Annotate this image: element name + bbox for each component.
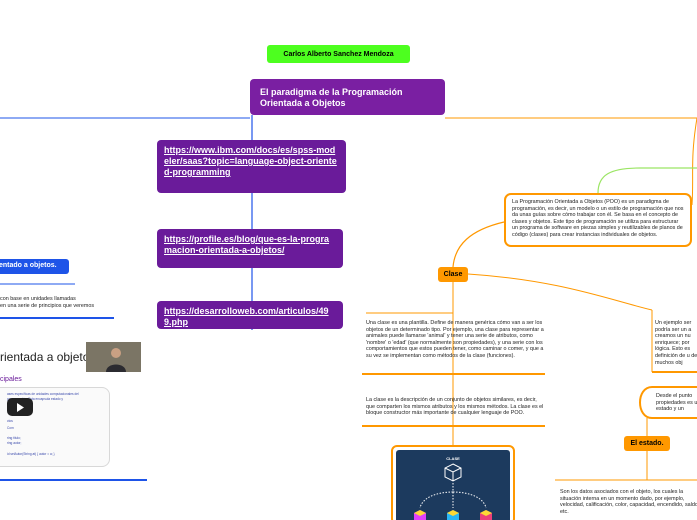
link-node-desarrolloweb[interactable]: https://desarrolloweb.com/articulos/499.…	[157, 301, 343, 329]
clase-diagram-image: CLASE	[396, 450, 510, 520]
presenter-avatar-icon	[86, 342, 141, 372]
left-branch-text[interactable]: con base en unidades llamadas en una ser…	[0, 296, 120, 309]
estado-topic-node[interactable]: El estado.	[624, 436, 670, 451]
video-subtitle: cipales	[0, 376, 22, 383]
link-node-profile[interactable]: https://profile.es/blog/que-es-la-progra…	[157, 229, 343, 268]
video-line: ring autor;	[7, 441, 22, 445]
poo-definition-node[interactable]: La Programación Orientada a Objetos (POO…	[504, 193, 692, 247]
objeto-perspective-text[interactable]: Desde el punto propiedades es un estado …	[656, 393, 697, 413]
main-topic-node[interactable]: El paradigma de la Programación Orientad…	[250, 79, 445, 115]
estado-description[interactable]: Son los datos asociados con el objeto, l…	[560, 489, 697, 515]
author-node[interactable]: Carlos Alberto Sanchez Mendoza	[267, 45, 410, 63]
play-button[interactable]	[7, 398, 33, 416]
video-line: programación. Esta encapsula estado y	[7, 397, 63, 401]
clase-description-1[interactable]: Una clase es una plantilla. Define de ma…	[366, 320, 544, 359]
left-branch-text-line: con base en unidades llamadas	[0, 296, 76, 302]
left-branch-text-line: en una serie de principios que veremos	[0, 302, 95, 309]
cube-hierarchy-icon	[414, 463, 492, 520]
video-presenter-thumbnail	[86, 342, 141, 372]
link-node-ibm[interactable]: https://www.ibm.com/docs/es/spss-modeler…	[157, 140, 346, 193]
video-embed[interactable]: ases específicas de unidades computacion…	[0, 387, 110, 467]
clase-image-node[interactable]: CLASE	[391, 445, 515, 520]
play-icon	[17, 403, 24, 412]
video-line: ring titulo;	[7, 436, 21, 440]
video-title[interactable]: rientada a objetos	[0, 350, 96, 364]
clase-topic-node[interactable]: Clase	[438, 267, 468, 282]
objeto-example-text[interactable]: Un ejemplo ser podría ser un a creamos u…	[655, 320, 697, 366]
video-line: ases específicas de unidades computacion…	[7, 392, 79, 396]
clase-description-2[interactable]: La clase es la descripción de un conjunt…	[366, 397, 544, 417]
video-line: ctos	[7, 419, 13, 423]
video-line: Com	[7, 426, 14, 430]
left-branch-topic-node[interactable]: entado a objetos.	[0, 259, 69, 274]
clase-image-label: CLASE	[446, 456, 460, 461]
video-line: id setAutor(String at) { autor = a; }	[7, 452, 55, 456]
